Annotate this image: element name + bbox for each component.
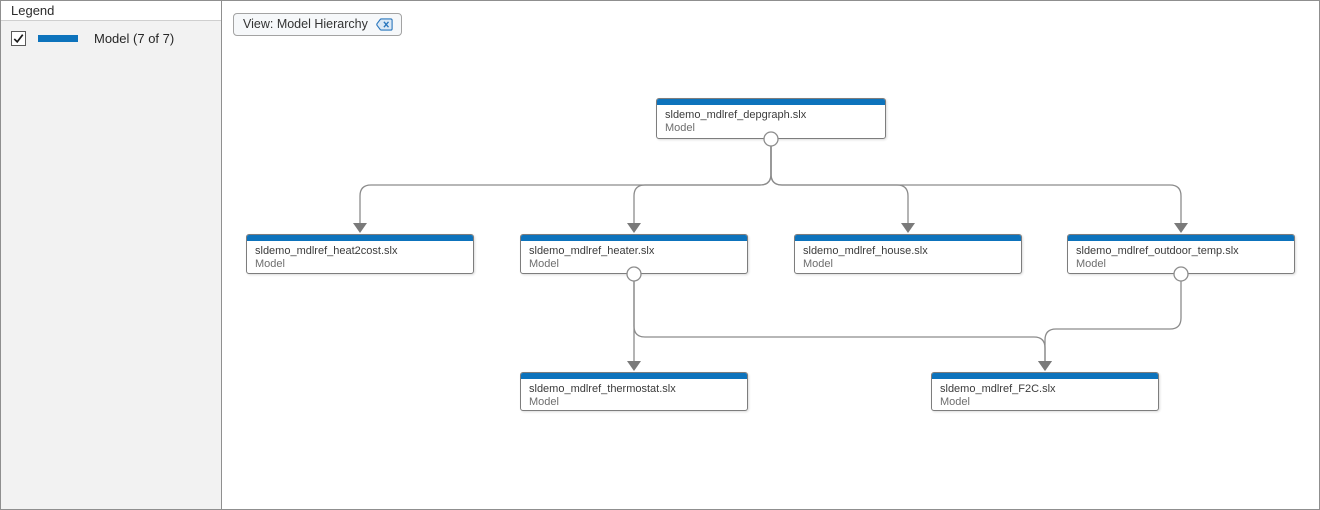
node-type-color-bar	[932, 373, 1158, 379]
legend-panel: Legend Model (7 of 7)	[1, 1, 222, 509]
node-file-name: sldemo_mdlref_thermostat.slx	[529, 383, 676, 395]
node-type-color-bar	[247, 235, 473, 241]
node-type-label: Model	[529, 396, 559, 408]
legend-item-model: Model (7 of 7)	[11, 31, 221, 46]
node-type-color-bar	[657, 99, 885, 105]
legend-item-label: Model (7 of 7)	[94, 31, 175, 46]
node-type-color-bar	[795, 235, 1021, 241]
legend-title: Legend	[1, 1, 221, 21]
node-type-label: Model	[803, 258, 833, 270]
legend-swatch-model	[38, 35, 78, 42]
node-file-name: sldemo_mdlref_F2C.slx	[940, 383, 1056, 395]
view-filter-chip[interactable]: View: Model Hierarchy	[233, 13, 402, 36]
node-type-color-bar	[521, 235, 747, 241]
node-file-name: sldemo_mdlref_heat2cost.slx	[255, 245, 398, 257]
node-file-name: sldemo_mdlref_heater.slx	[529, 245, 655, 257]
node-type-label: Model	[529, 258, 559, 270]
node-file-name: sldemo_mdlref_house.slx	[803, 245, 928, 257]
node-type-color-bar	[1068, 235, 1294, 241]
node-file-name: sldemo_mdlref_depgraph.slx	[665, 109, 807, 121]
node-file-name: sldemo_mdlref_outdoor_temp.slx	[1076, 245, 1239, 257]
node-type-label: Model	[940, 396, 970, 408]
view-filter-label: View: Model Hierarchy	[243, 17, 368, 31]
node-type-label: Model	[255, 258, 285, 270]
checkmark-icon	[13, 34, 24, 44]
node-type-label: Model	[665, 122, 695, 134]
legend-checkbox[interactable]	[11, 31, 26, 46]
node-type-color-bar	[521, 373, 747, 379]
clear-view-filter-icon[interactable]	[376, 17, 393, 31]
node-type-label: Model	[1076, 258, 1106, 270]
